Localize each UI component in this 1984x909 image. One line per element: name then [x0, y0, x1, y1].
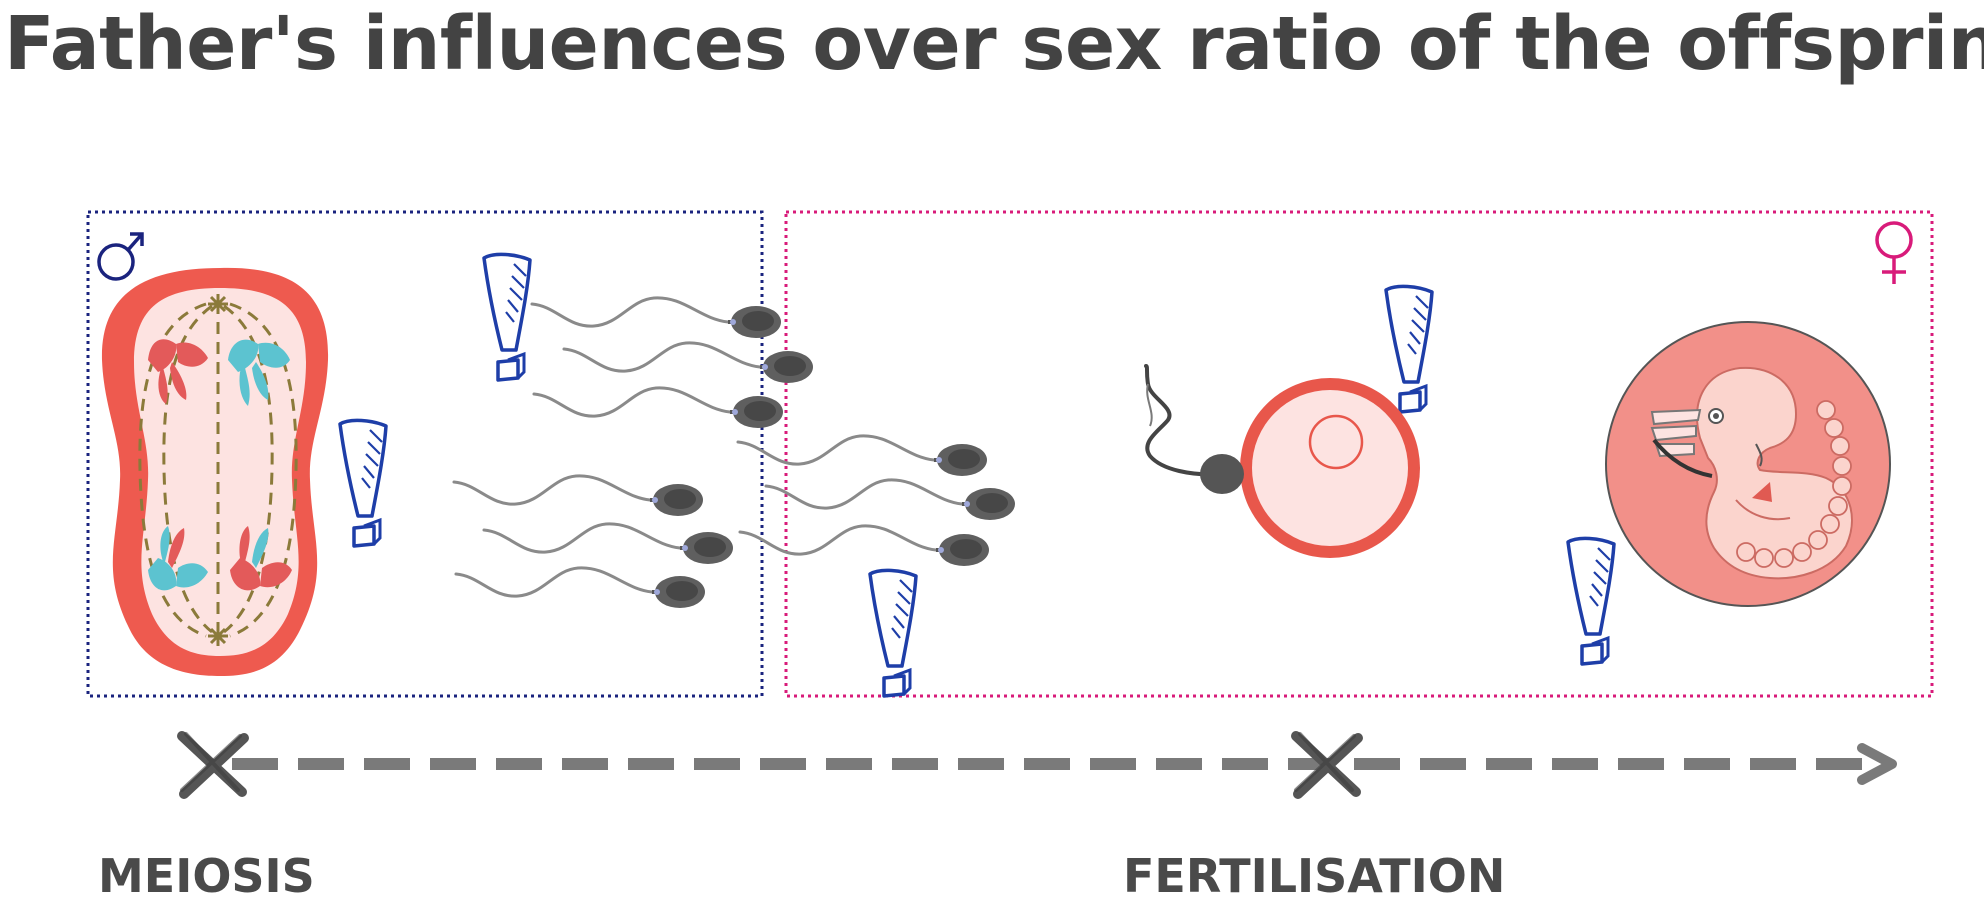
male-symbol-icon: [97, 232, 144, 281]
sperm-icon: [562, 340, 815, 385]
female-symbol-icon: [1875, 221, 1913, 284]
egg-cell-icon: [1144, 364, 1420, 558]
exclamation-icon: [1384, 284, 1434, 414]
exclamation-icon: [868, 568, 918, 698]
page-title: Father's influences over sex ratio of th…: [4, 1, 1984, 87]
sperm-icon: [736, 433, 989, 478]
sperm-icon: [532, 385, 785, 430]
sperm-icon: [452, 473, 705, 518]
female-box: [784, 210, 1934, 698]
sperm-icon: [738, 523, 991, 568]
arrow-head-icon: [1857, 743, 1897, 785]
exclamation-icon: [1566, 536, 1616, 666]
sperm-icon: [454, 565, 707, 610]
sperm-icon: [764, 477, 1017, 522]
dividing-cell-icon: [101, 267, 329, 676]
stage-label-fertilisation: FERTILISATION: [1123, 849, 1506, 903]
stage-label-meiosis: MEIOSIS: [98, 849, 315, 903]
sperm-icon: [530, 295, 783, 340]
exclamation-icon: [482, 252, 532, 382]
embryo-icon: [1605, 321, 1891, 607]
male-box: [86, 210, 764, 698]
exclamation-icon: [338, 418, 388, 548]
sperm-icon: [482, 521, 735, 566]
timeline: [182, 734, 1897, 794]
